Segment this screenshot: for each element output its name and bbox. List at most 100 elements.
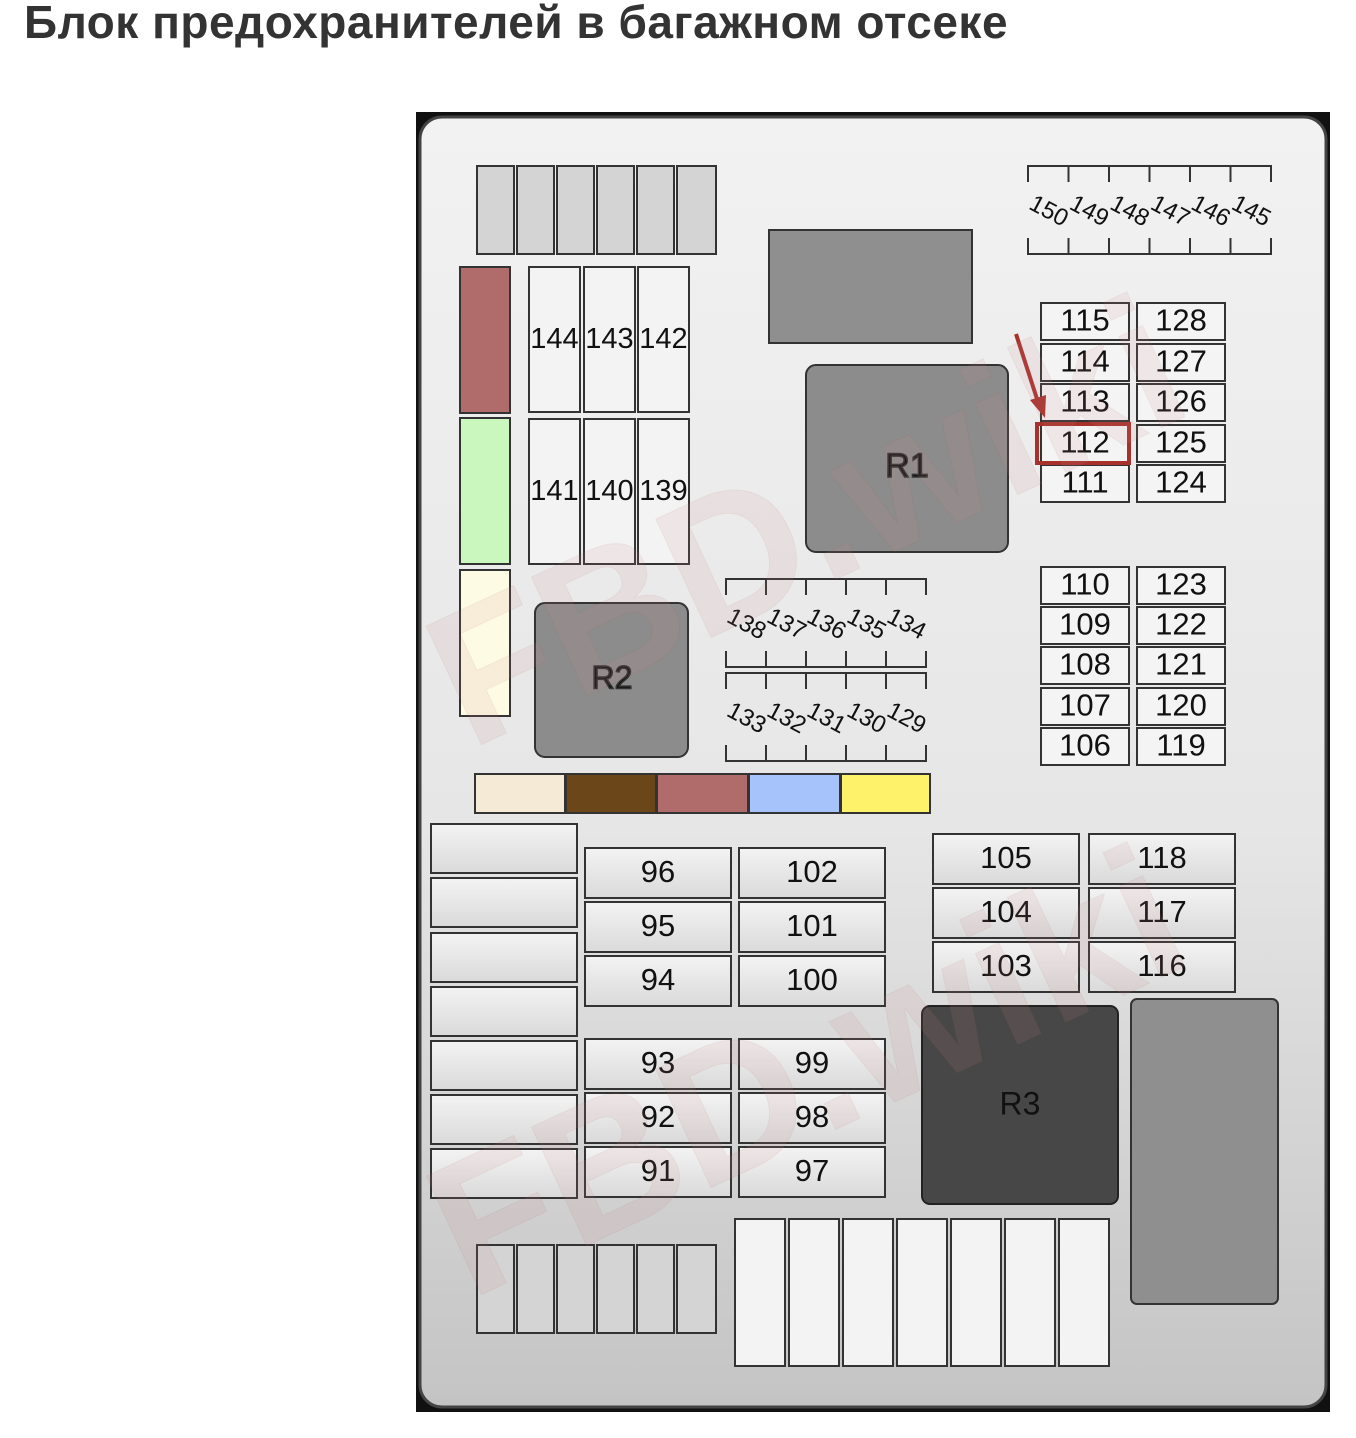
fuse-126-label: 126	[1155, 384, 1207, 419]
fuse-143-label: 143	[585, 323, 633, 355]
fuse-104	[932, 887, 1080, 939]
fuse-109	[1040, 606, 1130, 645]
left-fuse-column	[430, 823, 578, 1199]
fuse-127	[1136, 343, 1226, 382]
fuse-120-label: 120	[1155, 688, 1207, 723]
relay-r1	[805, 364, 1009, 553]
fuse-127-label: 127	[1155, 344, 1207, 379]
fuse-141-label: 141	[530, 475, 578, 507]
fuse-121	[1136, 646, 1226, 685]
fuse-99	[738, 1038, 886, 1090]
fuse-106-label: 106	[1059, 728, 1111, 763]
fuse-125-label: 125	[1155, 425, 1207, 460]
fuse-128-label: 128	[1155, 303, 1207, 338]
fuse-92	[584, 1092, 732, 1144]
fuse-115-label: 115	[1060, 303, 1109, 338]
fuse-105	[932, 833, 1080, 885]
fuse-119-label: 119	[1156, 728, 1205, 763]
fuse-118	[1088, 833, 1236, 885]
fuse-134	[885, 578, 927, 668]
fuse-125	[1136, 424, 1226, 463]
fuse-122	[1136, 606, 1226, 645]
fuse-115	[1040, 302, 1130, 341]
fuse-108-label: 108	[1059, 647, 1111, 682]
fuse-145	[1229, 165, 1272, 255]
page-title: Блок предохранителей в багажном отсеке	[24, 0, 1009, 48]
fuse-111-label: 111	[1061, 465, 1108, 500]
relay-r1-label: R1	[885, 447, 928, 485]
fuse-99-label: 99	[795, 1045, 829, 1080]
fuse-108	[1040, 646, 1130, 685]
fuse-114-label: 114	[1060, 344, 1109, 379]
fuse-120	[1136, 687, 1226, 726]
fuse-100	[738, 955, 886, 1007]
fuse-102-label: 102	[786, 854, 838, 889]
fuse-140	[583, 418, 636, 565]
relay-r2	[534, 602, 689, 758]
swatch-brown	[565, 773, 657, 814]
fuse-117-label: 117	[1137, 894, 1186, 929]
fuse-93-label: 93	[641, 1045, 675, 1080]
fuse-92-label: 92	[641, 1099, 675, 1134]
fuse-107	[1040, 687, 1130, 726]
right-side-module	[1130, 998, 1279, 1305]
fuse-104-label: 104	[980, 894, 1032, 929]
color-swatch-row	[474, 773, 931, 814]
fuse-139	[637, 418, 690, 565]
fuse-126	[1136, 383, 1226, 422]
fuse-113-label: 113	[1060, 384, 1109, 419]
fuse-97	[738, 1146, 886, 1198]
fuse-101	[738, 901, 886, 953]
fuse-129	[885, 672, 927, 762]
fuse-124-label: 124	[1155, 465, 1207, 500]
fuse-107-label: 107	[1059, 688, 1111, 723]
swatch-blue	[748, 773, 841, 814]
relay-r3-label: R3	[1000, 1085, 1041, 1121]
fuse-98-label: 98	[795, 1099, 829, 1134]
swatch-cream	[459, 569, 511, 717]
fuse-123-label: 123	[1155, 567, 1207, 602]
fuse-144-label: 144	[530, 323, 578, 355]
fuse-109-label: 109	[1059, 607, 1111, 642]
relay-r3	[921, 1005, 1119, 1205]
fuse-97-label: 97	[795, 1153, 829, 1188]
fuse-122-label: 122	[1155, 607, 1207, 642]
swatch-dark-red	[656, 773, 749, 814]
fuse-101-label: 101	[786, 908, 838, 943]
fuse-116	[1088, 941, 1236, 993]
swatch-yellow	[840, 773, 931, 814]
bottom-left-fuse-strip	[476, 1244, 717, 1334]
fuse-95	[584, 901, 732, 953]
fuse-143	[583, 266, 636, 413]
fuse-116-label: 116	[1137, 948, 1186, 983]
control-module	[768, 229, 973, 344]
fuse-93	[584, 1038, 732, 1090]
top-left-fuse-strip	[476, 165, 717, 255]
fuse-102	[738, 847, 886, 899]
bottom-fuse-strip	[734, 1218, 1110, 1367]
color-swatch-column	[459, 266, 511, 717]
fuse-91	[584, 1146, 732, 1198]
fuse-96	[584, 847, 732, 899]
fuse-141	[528, 418, 581, 565]
fuse-139-label: 139	[639, 475, 687, 507]
swatch-red	[459, 266, 511, 414]
fuse-106	[1040, 727, 1130, 766]
fuse-103-label: 103	[980, 948, 1032, 983]
fuse-144	[528, 266, 581, 413]
fuse-119	[1136, 727, 1226, 766]
swatch-green	[459, 417, 511, 565]
fuse-118-label: 118	[1137, 840, 1186, 875]
swatch-tan	[474, 773, 566, 814]
pointer-arrow-icon	[1014, 333, 1046, 418]
fuse-103	[932, 941, 1080, 993]
highlight-box-fuse-112	[1035, 422, 1131, 465]
fuse-105-label: 105	[980, 840, 1032, 875]
fuse-124	[1136, 464, 1226, 503]
fuse-110-label: 110	[1060, 567, 1109, 602]
fuse-100-label: 100	[786, 962, 838, 997]
